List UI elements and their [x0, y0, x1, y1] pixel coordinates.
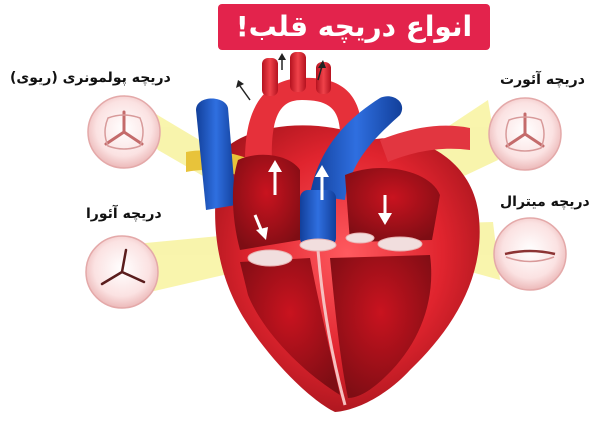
- valve-circle-tricuspid: [86, 236, 158, 308]
- label-mitral-valve: دریچه میترال: [500, 194, 590, 210]
- title-banner: انواع دریچه قلب!: [218, 4, 490, 50]
- label-aortic-valve: دریچه آئورت: [500, 72, 585, 88]
- pulmonary-outflow: [300, 190, 336, 246]
- valve-circle-aortic: [489, 98, 561, 170]
- inner-valve-aortic: [346, 233, 374, 243]
- label-pulmonary-valve: دریچه پولمونری (ریوی): [10, 70, 171, 86]
- inner-valve-mitral: [378, 237, 422, 251]
- superior-vena-cava: [196, 98, 236, 210]
- left-ventricle-chamber: [330, 255, 431, 398]
- page-title: انواع دریچه قلب!: [236, 4, 472, 50]
- aorta-branch-1: [262, 58, 278, 96]
- inner-valve-tricuspid: [248, 250, 292, 266]
- aorta-branch-2: [290, 52, 306, 92]
- inner-valve-pulmonary: [300, 239, 336, 251]
- valve-circle-mitral: [494, 218, 566, 290]
- label-tricuspid-valve: دریچه آئورا: [86, 206, 162, 222]
- valve-circle-pulmonary: [88, 96, 160, 168]
